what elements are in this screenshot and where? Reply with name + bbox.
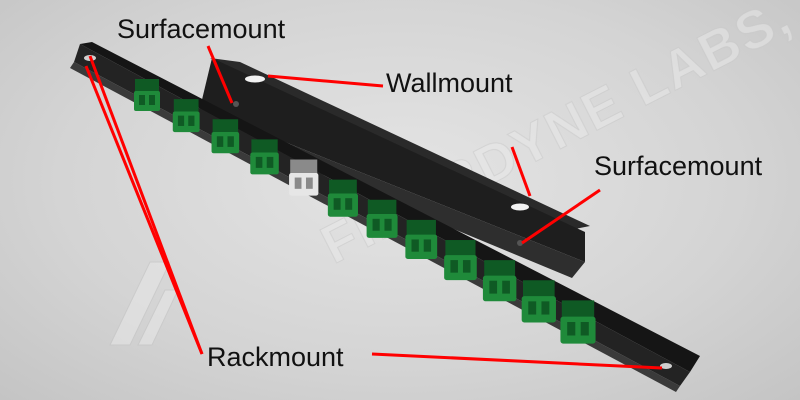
leader-wall-right [510,146,532,197]
fiber-adapter [521,280,556,323]
fiber-adapter [444,240,477,281]
callout-wallmount: Wallmount [386,68,513,98]
fiber-adapter [366,199,398,238]
callout-rackmount: Rackmount [207,342,344,372]
leader-lines [84,45,663,370]
adapter-row [134,79,596,344]
fiber-adapter [482,260,517,302]
surface-hole-right [517,240,523,246]
fiber-adapter [289,159,319,196]
leader-rack-left-bottom [84,65,204,355]
fiber-adapter [134,79,160,111]
rack-ear-hole-right [660,363,672,369]
fiber-adapter [560,300,596,344]
fiber-adapter [405,219,438,260]
fiber-adapter [250,139,279,175]
leader-rack-right [371,352,663,370]
callout-surfacemount-top: Surfacemount [117,14,286,44]
surface-hole-top [233,101,239,107]
fiber-adapter [211,119,240,154]
leader-surface-top [206,45,234,104]
wallmount-slot [245,75,265,83]
wallmount-slot-right [511,203,529,211]
fiber-adapter [327,179,358,217]
leader-wall-left [267,74,384,88]
callout-surfacemount-right: Surfacemount [594,151,763,181]
fiber-adapter [172,99,200,133]
leader-surface-right [521,188,601,245]
